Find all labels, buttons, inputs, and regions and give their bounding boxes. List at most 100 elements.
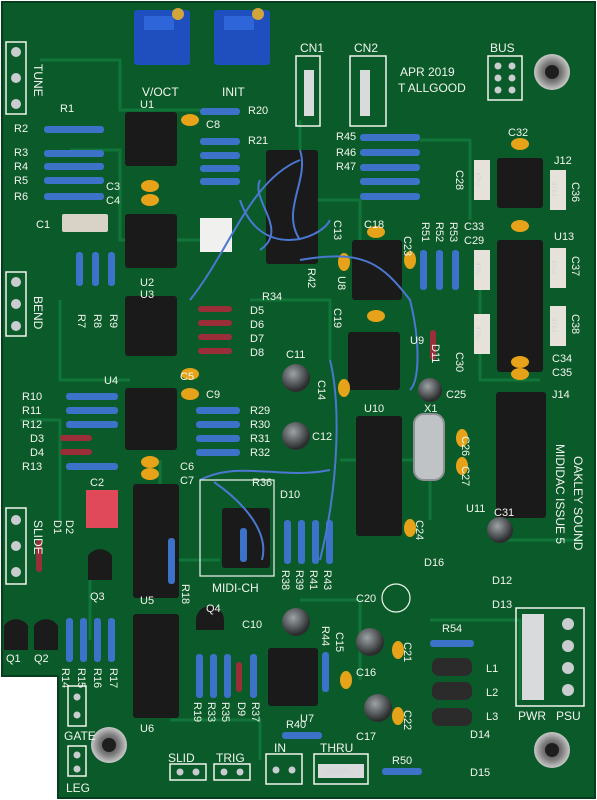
silkscreen-u7: U7 xyxy=(300,713,314,725)
silkscreen-c36: C36 xyxy=(569,182,581,202)
silkscreen-c17: C17 xyxy=(356,731,376,743)
label-voct: V/OCT xyxy=(142,85,179,99)
transistors xyxy=(4,549,224,650)
silkscreen-c23: C23 xyxy=(401,236,413,256)
trimmer-init xyxy=(214,8,270,65)
cap-47nj-6: 47nJ xyxy=(550,318,557,332)
silkscreen-r37: R37 xyxy=(249,702,261,722)
header-leg xyxy=(67,745,87,777)
silkscreen-d11: D11 xyxy=(429,344,441,363)
silkscreen-r17: R17 xyxy=(107,668,119,688)
silkscreen-c30: C30 xyxy=(453,352,465,372)
silkscreen-u6: U6 xyxy=(140,723,154,735)
silkscreen-d16: D16 xyxy=(424,557,444,569)
header-bus xyxy=(487,55,523,101)
silkscreen-r30: R30 xyxy=(250,419,270,431)
silkscreen-c26: C26 xyxy=(459,436,471,456)
label-date: APR 2019 xyxy=(400,65,455,79)
silkscreen-r51: R51 xyxy=(419,222,431,242)
label-product: MIDIDAC ISSUE 5 xyxy=(553,444,567,544)
silkscreen-c1: C1 xyxy=(36,219,50,231)
silkscreen-c31: C31 xyxy=(494,507,514,519)
silkscreen-c19: C19 xyxy=(331,308,343,328)
cap-47nj-1: 47nJ xyxy=(474,172,481,186)
label-gate: GATE xyxy=(64,729,96,743)
silkscreen-r19: R19 xyxy=(191,702,203,722)
label-slid: SLID xyxy=(168,751,195,765)
silkscreen-r41: R41 xyxy=(307,570,319,590)
header-slide xyxy=(5,507,27,585)
silkscreen-r12: R12 xyxy=(22,419,42,431)
silkscreen-u13: U13 xyxy=(554,231,574,243)
silkscreen-q2: Q2 xyxy=(34,653,49,665)
silkscreen-q3: Q3 xyxy=(90,591,105,603)
cap-47nj-3: 47nJ xyxy=(474,326,481,340)
silkscreen-r36: R36 xyxy=(252,477,272,489)
silkscreen-c8: C8 xyxy=(206,119,220,131)
silkscreen-c25: C25 xyxy=(446,389,466,401)
label-maker: OAKLEY SOUND xyxy=(571,456,585,551)
ceramic-capacitors xyxy=(141,114,529,725)
silkscreen-c29: C29 xyxy=(464,235,484,247)
silkscreen-d12: D12 xyxy=(492,575,512,587)
silkscreen-c13: C13 xyxy=(331,220,343,240)
silkscreen-c20: C20 xyxy=(356,593,376,605)
silkscreen-l1: L1 xyxy=(486,663,498,675)
film-capacitor-c1 xyxy=(62,214,108,232)
silkscreen-d4: D4 xyxy=(30,447,44,459)
silkscreen-r8: R8 xyxy=(91,314,103,328)
cap-47nj-2: 47nJ xyxy=(474,262,481,276)
silkscreen-outlines xyxy=(199,479,411,613)
resistors xyxy=(44,108,474,775)
silkscreen-x1: X1 xyxy=(424,403,437,415)
silkscreen-c32: C32 xyxy=(508,127,528,139)
silkscreen-c27: C27 xyxy=(459,466,471,486)
silkscreen-c2: C2 xyxy=(90,477,104,489)
header-cn2 xyxy=(349,55,387,127)
label-midich: MIDI-CH xyxy=(212,581,259,595)
silkscreen-r53: R53 xyxy=(447,222,459,242)
silkscreen-c38: C38 xyxy=(569,314,581,334)
silkscreen-d10: D10 xyxy=(280,489,300,501)
silkscreen-l2: L2 xyxy=(486,687,498,699)
label-trig: TRIG xyxy=(216,751,245,765)
silkscreen-c22: C22 xyxy=(401,710,413,730)
silkscreen-c10: C10 xyxy=(242,619,262,631)
silkscreen-q1: Q1 xyxy=(6,653,21,665)
silkscreen-d14: D14 xyxy=(470,729,490,741)
silkscreen-d7: D7 xyxy=(250,333,264,345)
silkscreen-r6: R6 xyxy=(14,191,28,203)
cap-47nj-5: 47nJ xyxy=(550,260,557,274)
header-gate xyxy=(67,685,87,727)
header-thru xyxy=(313,753,369,785)
silkscreen-r15: R15 xyxy=(75,668,87,688)
silkscreen-u11: U11 xyxy=(466,503,485,515)
silkscreen-r46: R46 xyxy=(336,147,356,159)
silkscreen-r14: R14 xyxy=(59,668,71,688)
silkscreen-c6: C6 xyxy=(180,461,194,473)
silkscreen-r16: R16 xyxy=(91,668,103,688)
silkscreen-d3: D3 xyxy=(30,433,44,445)
silkscreen-u5: U5 xyxy=(140,595,154,607)
silkscreen-d2: D2 xyxy=(63,520,75,534)
header-in xyxy=(265,753,303,785)
white-header-block xyxy=(200,218,232,252)
silkscreen-c12: C12 xyxy=(312,431,332,443)
silkscreen-c24: C24 xyxy=(413,520,425,540)
c1-value: 10nJ xyxy=(74,221,88,228)
silkscreen-r44: R44 xyxy=(319,626,331,646)
silkscreen-r11: R11 xyxy=(22,405,41,417)
silkscreen-u1: U1 xyxy=(140,99,154,111)
label-bus: BUS xyxy=(490,41,515,55)
silkscreen-r50: R50 xyxy=(392,755,412,767)
silkscreen-c14: C14 xyxy=(315,380,327,400)
silkscreen-r13: R13 xyxy=(22,461,42,473)
label-thru: THRU xyxy=(320,741,353,755)
silkscreen-r2: R2 xyxy=(14,123,28,135)
silkscreen-labels: APR 2019 T ALLGOOD OAKLEY SOUND MIDIDAC … xyxy=(6,41,585,795)
silkscreen-u2: U2 xyxy=(140,277,154,289)
label-cn2: CN2 xyxy=(354,41,378,55)
header-trig xyxy=(213,763,251,781)
label-tune: TUNE xyxy=(31,64,45,97)
